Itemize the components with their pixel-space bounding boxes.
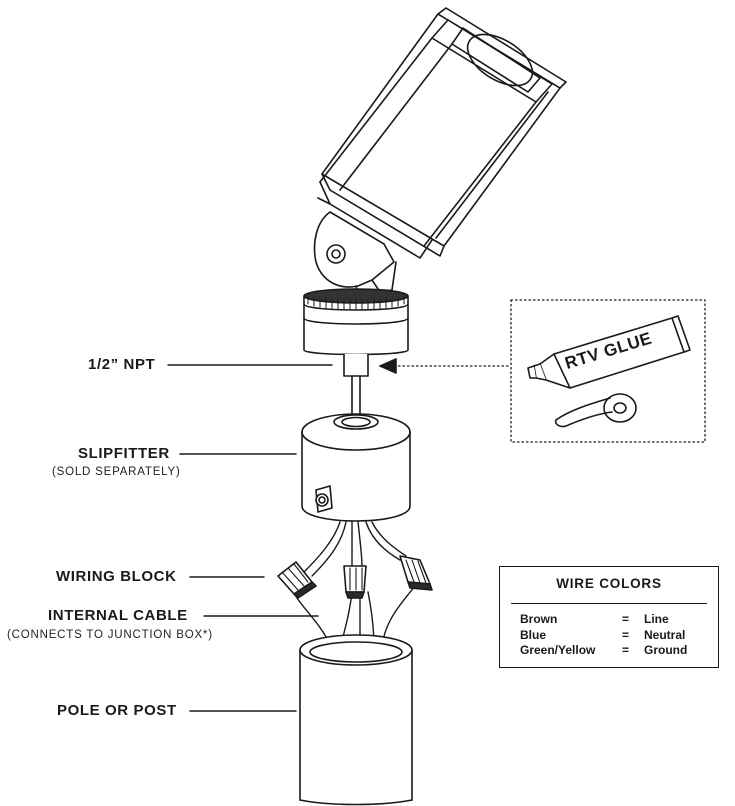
slipfitter-note: (SOLD SEPARATELY) [52, 466, 181, 478]
knuckle [313, 211, 397, 295]
internal-cable-label: INTERNAL CABLE [48, 607, 188, 624]
npt-label: 1/2” NPT [88, 356, 156, 373]
internal-cable-note: (CONNECTS TO JUNCTION BOX*) [7, 629, 213, 641]
wiring-block-label: WIRING BLOCK [56, 568, 177, 585]
wire-colors-legend: WIRE COLORS Brown = Line Blue = Neutral … [499, 566, 719, 668]
fixture-base [303, 288, 409, 356]
fixture-head [317, 7, 567, 259]
thread-tape-icon [554, 393, 637, 428]
glue-callout [379, 299, 706, 443]
pole-label: POLE OR POST [57, 702, 177, 719]
pole [299, 634, 413, 806]
wire-nut-right [399, 555, 433, 591]
wire-name: Blue [520, 627, 547, 642]
slipfitter [301, 413, 411, 522]
wire-function: Neutral [644, 627, 686, 642]
wire-function: Line [644, 612, 669, 626]
wire-nut-left [277, 561, 317, 599]
leader-lines [167, 364, 333, 712]
wire-name: Green/Yellow [520, 643, 596, 657]
npt-nipple [343, 353, 369, 415]
legend-row: Brown = Line [520, 612, 710, 628]
legend-title: WIRE COLORS [556, 576, 662, 591]
equals-sign: = [622, 643, 630, 657]
wire-function: Ground [644, 643, 688, 657]
equals-sign: = [622, 627, 630, 642]
legend-row: Blue = Neutral [520, 628, 710, 644]
slipfitter-label: SLIPFITTER [78, 445, 170, 462]
wire-nut-center [343, 565, 367, 599]
legend-divider [511, 603, 707, 604]
rtv-glue-tube-icon [527, 315, 691, 389]
legend-row: Green/Yellow = Ground [520, 643, 710, 659]
wire-name: Brown [520, 612, 558, 626]
equals-sign: = [622, 612, 630, 626]
